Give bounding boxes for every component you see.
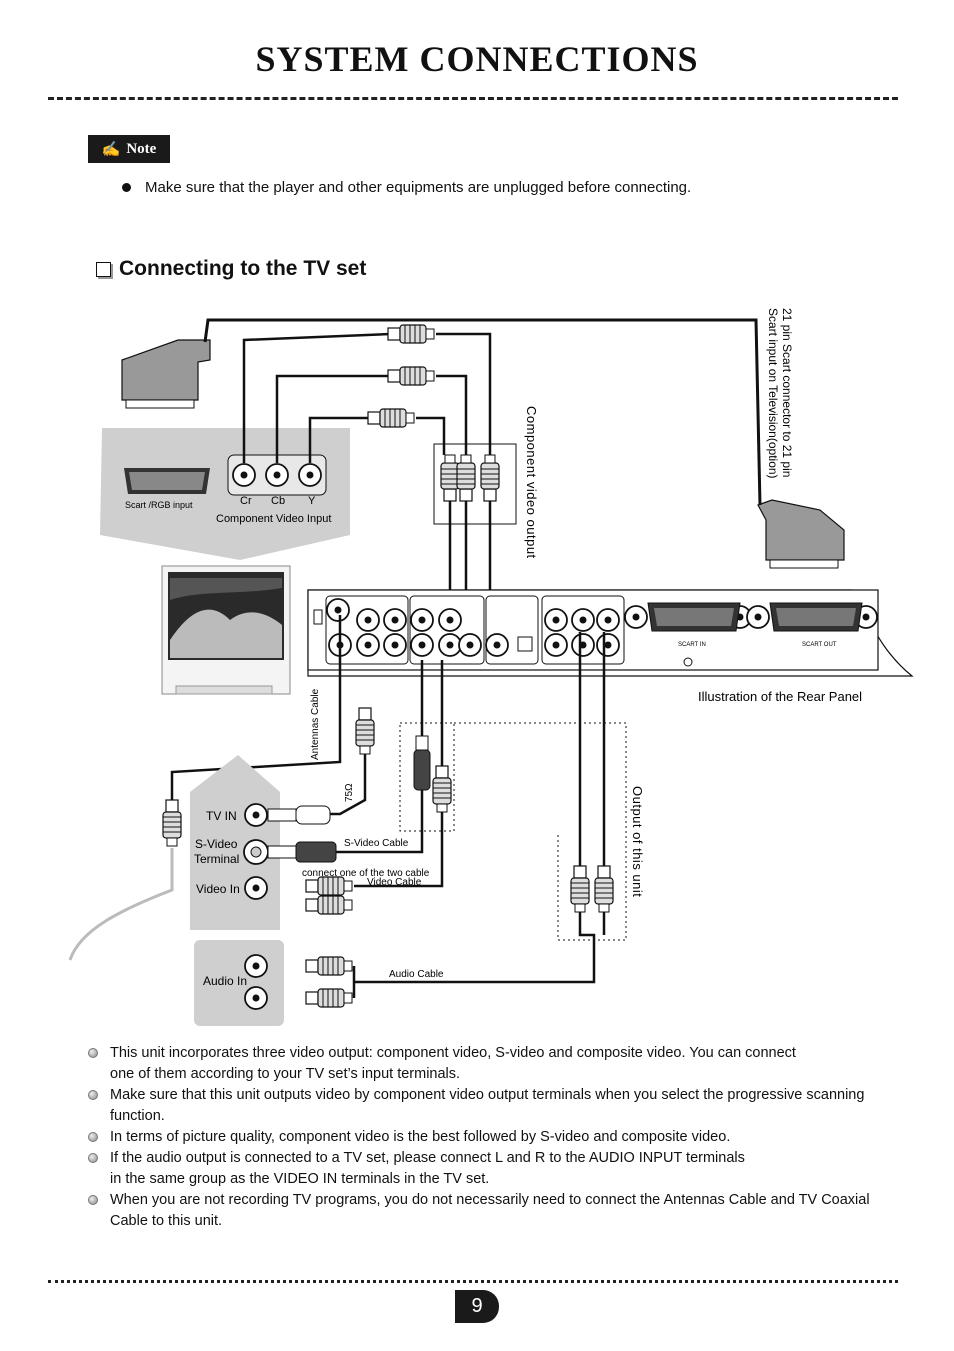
tv-in-label: TV IN xyxy=(206,809,237,823)
rca-plug-icon xyxy=(387,366,435,386)
rear-panel-label: Illustration of the Rear Panel xyxy=(698,689,862,704)
video-in-label: Video In xyxy=(196,882,240,896)
svideo-plug-icon xyxy=(413,735,431,791)
checkbox-square-icon xyxy=(96,261,111,277)
bullet-dot-icon xyxy=(88,1048,98,1058)
rca-plug-icon xyxy=(440,454,460,502)
note-badge-label: Note xyxy=(126,140,157,157)
antennas-cable-label: Antennas Cable xyxy=(310,688,321,760)
svideo-label: S-Video xyxy=(195,837,238,851)
bottom-divider xyxy=(48,1280,898,1283)
rca-plug-icon xyxy=(570,865,590,913)
panel-scart-out: SCART OUT xyxy=(802,642,837,648)
video-cable-label: Video Cable xyxy=(367,877,422,888)
rca-plug-icon xyxy=(432,765,452,813)
jack-label-y: Y xyxy=(308,495,316,507)
bullet-dot-icon xyxy=(88,1153,98,1163)
page-number: 9 xyxy=(455,1290,499,1323)
jack-label-cb: Cb xyxy=(271,495,285,507)
section-heading-text: Connecting to the TV set xyxy=(119,257,367,280)
svideo-cable-label: S-Video Cable xyxy=(344,838,409,849)
component-output-label: Component video output xyxy=(524,406,539,559)
rca-plug-icon xyxy=(305,956,353,976)
scart-rgb-port-icon xyxy=(124,468,210,494)
terminal-label: Terminal xyxy=(194,852,239,866)
pen-icon: ✍ xyxy=(101,141,121,158)
audio-in-jack-icon xyxy=(244,986,268,1010)
bullet-item: If the audio output is connected to a TV… xyxy=(88,1148,898,1190)
bullet-item: This unit incorporates three video outpu… xyxy=(88,1043,898,1085)
scart-rgb-label: Scart /RGB input xyxy=(125,500,193,510)
rca-plug-icon xyxy=(305,988,353,1008)
component-input-label: Component Video Input xyxy=(216,513,331,525)
info-bullets: This unit incorporates three video outpu… xyxy=(88,1043,898,1232)
tv-set-icon xyxy=(161,565,291,695)
rca-plug-icon xyxy=(387,324,435,344)
svideo-plug-icon xyxy=(267,841,337,863)
scart-plug-left-icon xyxy=(121,339,211,409)
audio-cable-label: Audio Cable xyxy=(389,969,444,980)
panel-scart-in: SCART IN xyxy=(678,642,706,648)
section-heading: Connecting to the TV set xyxy=(96,257,366,281)
rca-plug-icon xyxy=(456,454,476,502)
bullet-dot-icon xyxy=(88,1090,98,1100)
connect-one-label: connect one of the two cable xyxy=(302,868,430,879)
y-jack-icon xyxy=(298,463,322,487)
bullet-dot-icon xyxy=(88,1195,98,1205)
scart-connector-label-2: Scart input on Television(option) xyxy=(766,308,780,479)
bullet-item: Make sure that this unit outputs video b… xyxy=(88,1085,898,1127)
rca-plug-icon xyxy=(305,876,353,896)
scart-cable xyxy=(203,318,762,506)
bullet-dot-icon xyxy=(88,1132,98,1142)
top-divider xyxy=(48,97,898,100)
rca-plug-icon xyxy=(480,454,500,502)
antenna-plug-icon xyxy=(162,799,182,847)
antenna-plug-icon xyxy=(355,707,375,755)
scart-plug-right-icon xyxy=(757,499,845,569)
cb-jack-icon xyxy=(265,463,289,487)
bullet-dot-icon xyxy=(122,182,131,192)
video-in-jack-icon xyxy=(244,876,268,900)
component-output-box xyxy=(433,443,517,525)
rear-panel xyxy=(307,589,914,677)
audio-in-label: Audio In xyxy=(203,974,247,988)
output-label: Output of this unit xyxy=(630,786,645,897)
bullet-item: In terms of picture quality, component v… xyxy=(88,1127,898,1148)
audio-in-jack-icon xyxy=(244,954,268,978)
rca-plug-icon xyxy=(367,408,415,428)
page-title: SYSTEM CONNECTIONS xyxy=(255,39,699,79)
tv-in-plug-icon xyxy=(267,805,331,825)
note-text: Make sure that the player and other equi… xyxy=(122,179,691,196)
cr-jack-icon xyxy=(232,463,256,487)
scart-in-port-icon xyxy=(647,602,741,632)
dotted-frame xyxy=(399,722,455,832)
bullet-item: When you are not recording TV programs, … xyxy=(88,1190,898,1232)
note-badge: ✍ Note xyxy=(88,135,170,163)
tv-in-jack-icon xyxy=(244,803,268,827)
ohm-label: 75Ω xyxy=(344,783,355,802)
scart-out-port-icon xyxy=(769,602,863,632)
rca-plug-icon xyxy=(594,865,614,913)
jack-label-cr: Cr xyxy=(240,495,252,507)
scart-connector-label-1: 21 pin Scart connector to 21 pin xyxy=(780,308,794,477)
rca-plug-icon xyxy=(305,895,353,915)
